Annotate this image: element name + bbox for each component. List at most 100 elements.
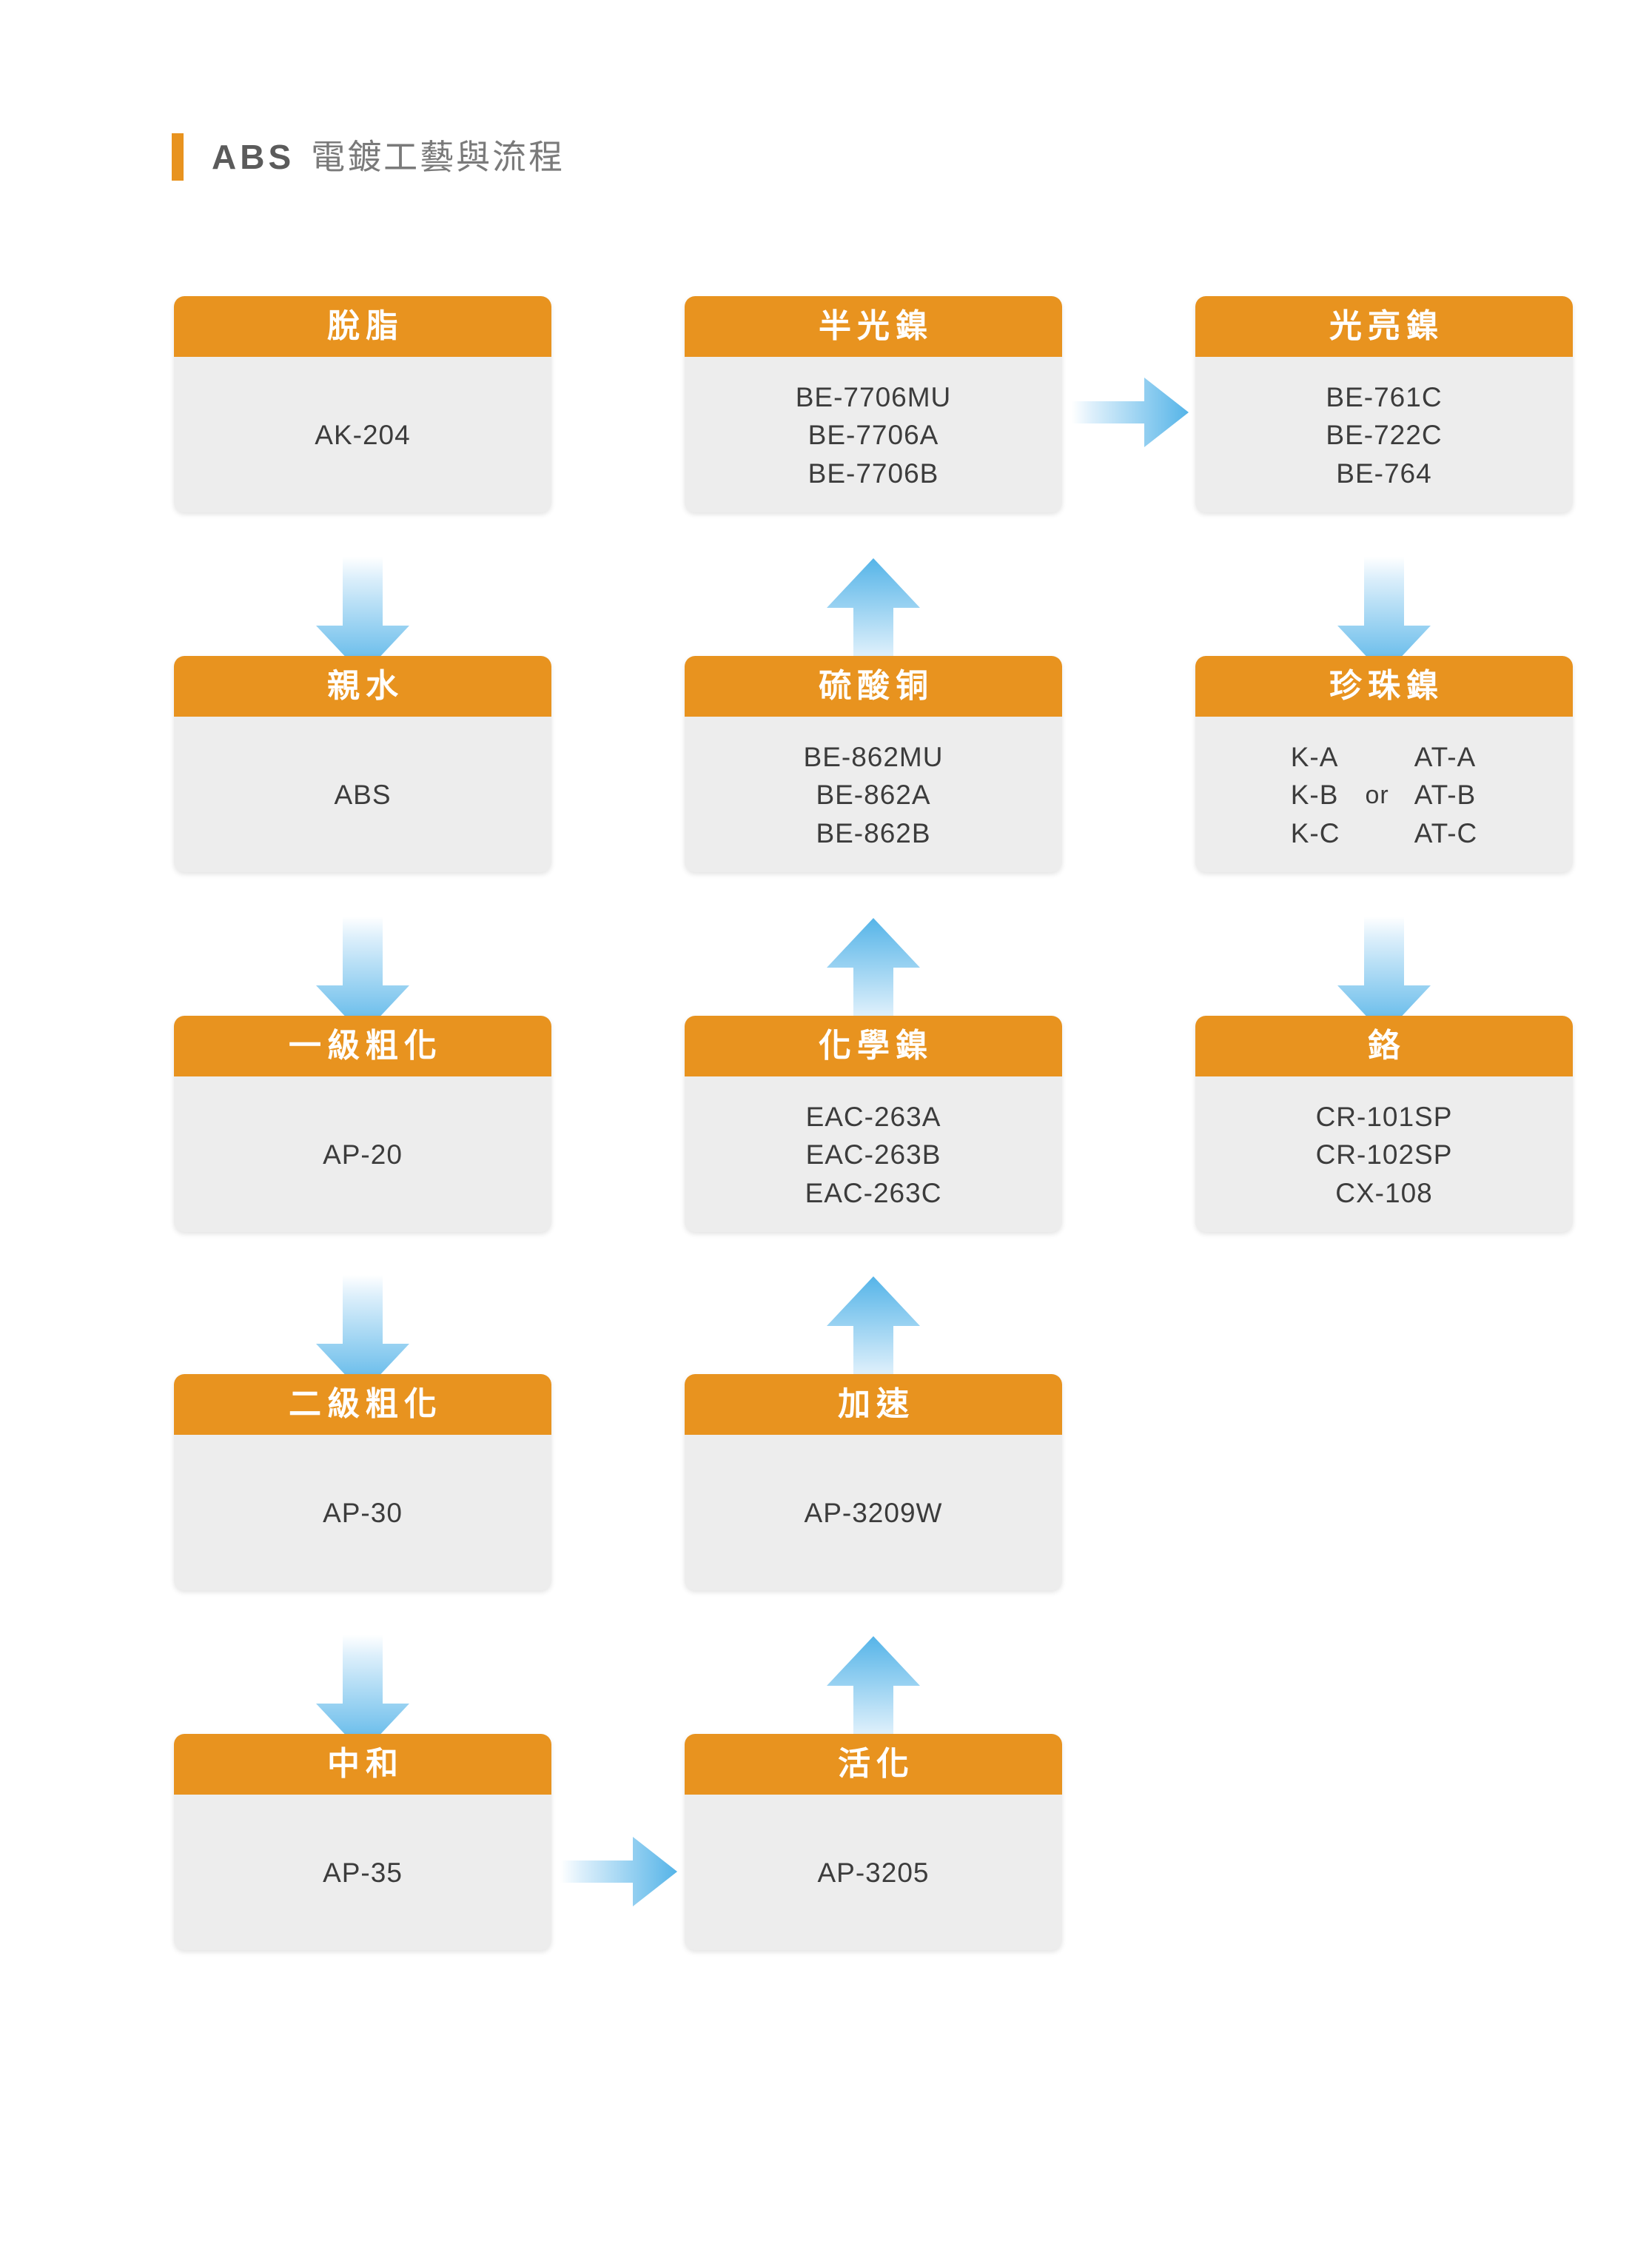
node-hydrophilic-header: 親水: [174, 656, 551, 717]
node-degrease-title: 脫脂: [327, 308, 404, 344]
arrow-bright-nickel-to-pearl-nickel: [1337, 557, 1431, 675]
title-accent-bar: [172, 133, 184, 181]
arrow-degrease-to-hydrophilic: [316, 557, 409, 675]
node-chrome-item-1: CR-102SP: [1315, 1139, 1453, 1170]
node-semi-bright-nickel-item-1: BE-7706A: [807, 420, 939, 451]
node-electroless-nickel-header: 化學鎳: [685, 1016, 1062, 1076]
node-hydrophilic-title: 親水: [327, 668, 404, 704]
node-neutralize-item-0: AP-35: [323, 1858, 403, 1889]
node-pearl-nickel-right-1: AT-B: [1414, 780, 1477, 811]
node-degrease-item-0: AK-204: [315, 420, 411, 451]
node-chrome-title: 鉻: [1368, 1028, 1406, 1064]
node-electroless-nickel-item-2: EAC-263C: [805, 1177, 942, 1208]
node-semi-bright-nickel-header: 半光鎳: [685, 296, 1062, 357]
node-electroless-nickel-item-1: EAC-263B: [805, 1139, 941, 1170]
node-chrome-item-0: CR-101SP: [1315, 1102, 1453, 1133]
node-bright-nickel[interactable]: 光亮鎳 BE-761C BE-722C BE-764: [1195, 296, 1573, 512]
node-neutralize[interactable]: 中和 AP-35: [174, 1734, 551, 1950]
node-semi-bright-nickel-item-2: BE-7706B: [807, 458, 939, 489]
arrow-semi-bright-to-bright-nickel: [1072, 378, 1189, 447]
node-hydrophilic-item-0: ABS: [334, 780, 392, 811]
node-activate[interactable]: 活化 AP-3205: [685, 1734, 1062, 1950]
node-copper-sulfate-item-2: BE-862B: [816, 817, 931, 848]
node-semi-bright-nickel-title: 半光鎳: [819, 308, 934, 344]
node-chrome-items: CR-101SP CR-102SP CX-108: [1316, 1098, 1453, 1211]
node-hydrophilic-body: ABS: [174, 717, 551, 872]
node-pearl-nickel-separator: or: [1365, 780, 1389, 809]
node-bright-nickel-title: 光亮鎳: [1329, 308, 1445, 344]
node-etch2-item-0: AP-30: [323, 1498, 403, 1529]
node-etch1[interactable]: 一級粗化 AP-20: [174, 1016, 551, 1232]
node-neutralize-title: 中和: [327, 1746, 404, 1782]
node-copper-sulfate-header: 硫酸铜: [685, 656, 1062, 717]
node-bright-nickel-item-0: BE-761C: [1326, 382, 1443, 413]
arrow-accelerate-to-electroless-nickel: [827, 1276, 920, 1393]
node-accelerate[interactable]: 加速 AP-3209W: [685, 1374, 1062, 1590]
node-degrease-body: AK-204: [174, 357, 551, 512]
node-bright-nickel-body: BE-761C BE-722C BE-764: [1195, 357, 1573, 512]
node-bright-nickel-item-2: BE-764: [1336, 458, 1432, 489]
node-activate-title: 活化: [838, 1746, 915, 1782]
node-pearl-nickel[interactable]: 珍珠鎳 K-A K-B K-C or AT-A AT-B AT-C: [1195, 656, 1573, 872]
node-bright-nickel-item-1: BE-722C: [1326, 420, 1443, 451]
node-pearl-nickel-options: K-A K-B K-C or AT-A AT-B AT-C: [1291, 738, 1478, 851]
node-semi-bright-nickel-body: BE-7706MU BE-7706A BE-7706B: [685, 357, 1062, 512]
node-pearl-nickel-right-2: AT-C: [1414, 817, 1478, 848]
node-etch1-header: 一級粗化: [174, 1016, 551, 1076]
node-semi-bright-nickel-item-0: BE-7706MU: [795, 382, 952, 413]
node-etch1-title: 一級粗化: [289, 1028, 443, 1064]
node-electroless-nickel-item-0: EAC-263A: [805, 1102, 941, 1133]
node-copper-sulfate-title: 硫酸铜: [819, 668, 934, 704]
node-pearl-nickel-right-column: AT-A AT-B AT-C: [1414, 738, 1478, 851]
arrow-etch2-to-neutralize: [316, 1635, 409, 1753]
node-semi-bright-nickel-items: BE-7706MU BE-7706A BE-7706B: [796, 378, 952, 492]
node-pearl-nickel-body: K-A K-B K-C or AT-A AT-B AT-C: [1195, 717, 1573, 872]
node-degrease-header: 脫脂: [174, 296, 551, 357]
node-copper-sulfate[interactable]: 硫酸铜 BE-862MU BE-862A BE-862B: [685, 656, 1062, 872]
node-neutralize-body: AP-35: [174, 1795, 551, 1950]
node-accelerate-item-0: AP-3209W: [804, 1498, 943, 1529]
node-chrome-body: CR-101SP CR-102SP CX-108: [1195, 1076, 1573, 1232]
node-semi-bright-nickel[interactable]: 半光鎳 BE-7706MU BE-7706A BE-7706B: [685, 296, 1062, 512]
node-pearl-nickel-left-2: K-C: [1290, 817, 1340, 848]
node-etch2-title: 二級粗化: [289, 1386, 443, 1422]
node-activate-body: AP-3205: [685, 1795, 1062, 1950]
node-pearl-nickel-header: 珍珠鎳: [1195, 656, 1573, 717]
node-chrome-header: 鉻: [1195, 1016, 1573, 1076]
arrow-hydrophilic-to-etch1: [316, 917, 409, 1035]
node-electroless-nickel-body: EAC-263A EAC-263B EAC-263C: [685, 1076, 1062, 1232]
node-etch1-item-0: AP-20: [323, 1139, 403, 1170]
node-copper-sulfate-items: BE-862MU BE-862A BE-862B: [804, 738, 944, 851]
arrow-copper-sulfate-to-semi-bright-nickel: [827, 558, 920, 675]
node-etch2[interactable]: 二級粗化 AP-30: [174, 1374, 551, 1590]
node-etch1-body: AP-20: [174, 1076, 551, 1232]
arrow-etch1-to-etch2: [316, 1275, 409, 1393]
node-chrome-item-2: CX-108: [1335, 1177, 1433, 1208]
arrow-activate-to-accelerate: [827, 1636, 920, 1753]
node-chrome[interactable]: 鉻 CR-101SP CR-102SP CX-108: [1195, 1016, 1573, 1232]
node-activate-header: 活化: [685, 1734, 1062, 1795]
title-brand: ABS: [212, 138, 295, 176]
node-accelerate-header: 加速: [685, 1374, 1062, 1435]
node-hydrophilic[interactable]: 親水 ABS: [174, 656, 551, 872]
node-copper-sulfate-body: BE-862MU BE-862A BE-862B: [685, 717, 1062, 872]
arrow-neutralize-to-activate: [560, 1837, 677, 1906]
node-accelerate-body: AP-3209W: [685, 1435, 1062, 1590]
node-bright-nickel-items: BE-761C BE-722C BE-764: [1326, 378, 1442, 492]
node-electroless-nickel[interactable]: 化學鎳 EAC-263A EAC-263B EAC-263C: [685, 1016, 1062, 1232]
node-copper-sulfate-item-1: BE-862A: [816, 780, 931, 811]
node-copper-sulfate-item-0: BE-862MU: [803, 742, 944, 773]
node-pearl-nickel-left-1: K-B: [1290, 780, 1339, 811]
node-pearl-nickel-right-0: AT-A: [1414, 742, 1477, 773]
node-etch2-body: AP-30: [174, 1435, 551, 1590]
node-etch2-header: 二級粗化: [174, 1374, 551, 1435]
arrow-pearl-nickel-to-chrome: [1337, 917, 1431, 1035]
node-activate-item-0: AP-3205: [817, 1858, 930, 1889]
node-electroless-nickel-items: EAC-263A EAC-263B EAC-263C: [805, 1098, 942, 1211]
node-bright-nickel-header: 光亮鎳: [1195, 296, 1573, 357]
node-degrease[interactable]: 脫脂 AK-204: [174, 296, 551, 512]
node-pearl-nickel-left-0: K-A: [1290, 742, 1339, 773]
node-electroless-nickel-title: 化學鎳: [819, 1028, 934, 1064]
